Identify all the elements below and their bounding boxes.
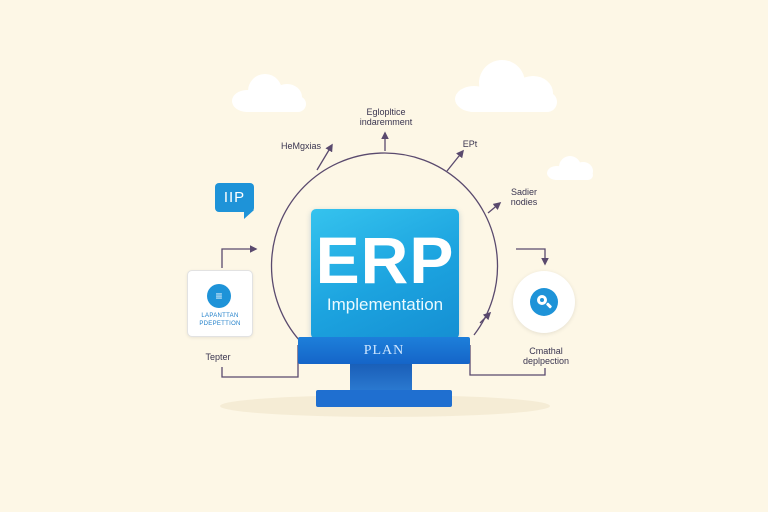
label-bottom-right-line1: Cmathal <box>529 346 563 356</box>
cloud-icon-right <box>455 58 561 114</box>
plan-bar: PLAN <box>298 337 470 364</box>
label-bottom-left: Tepter <box>205 352 231 362</box>
erp-subtitle: Implementation <box>326 295 444 314</box>
left-document-card: ≡ LAPANTTAN PDEPETTION <box>187 270 253 337</box>
label-top: Eglopltice indaremment <box>340 107 432 127</box>
label-top-line2: indaremment <box>359 117 413 127</box>
label-bottom-right-line2: deplpection <box>522 356 570 366</box>
iip-badge-text: IIP <box>223 189 246 206</box>
label-right-line1: Sadier <box>510 187 537 197</box>
label-upper-right: EPt <box>462 139 478 149</box>
card-line-1: LAPANTTAN <box>201 313 239 319</box>
connector-left-top <box>221 245 258 268</box>
connector-right-bottom <box>469 345 546 376</box>
monitor-stand-base <box>316 390 452 407</box>
arrow-upper-left <box>316 143 333 171</box>
orbit-arc <box>270 152 499 342</box>
label-right: Sadier nodies <box>494 187 554 207</box>
arrow-right <box>487 202 502 214</box>
erp-monitor-screen: ERP Implementation <box>311 209 459 339</box>
label-top-line1: Eglopltice <box>366 107 406 117</box>
plan-label: PLAN <box>363 343 405 358</box>
label-bottom-right: Cmathal deplpection <box>510 346 582 366</box>
search-icon-lens <box>537 295 547 305</box>
search-icon-handle <box>545 302 553 309</box>
erp-title: ERP <box>315 223 455 297</box>
cloud-icon-small <box>547 154 597 182</box>
arrow-upper-right <box>446 149 464 172</box>
document-icon: ≡ <box>207 284 231 308</box>
document-icon-glyph: ≡ <box>215 289 223 303</box>
cloud-icon-left <box>232 72 310 114</box>
card-line-2: PDEPETTION <box>199 321 241 327</box>
search-disc <box>513 271 575 333</box>
arrow-right-lower <box>479 311 492 324</box>
monitor-stand-neck <box>350 364 412 390</box>
label-upper-left: HeMgxias <box>280 141 321 151</box>
speech-bubble-tail <box>244 210 254 219</box>
connector-right-top <box>516 248 549 266</box>
speech-bubble-icon: IIP <box>215 183 254 212</box>
search-icon <box>530 288 558 316</box>
label-right-line2: nodies <box>510 197 538 207</box>
